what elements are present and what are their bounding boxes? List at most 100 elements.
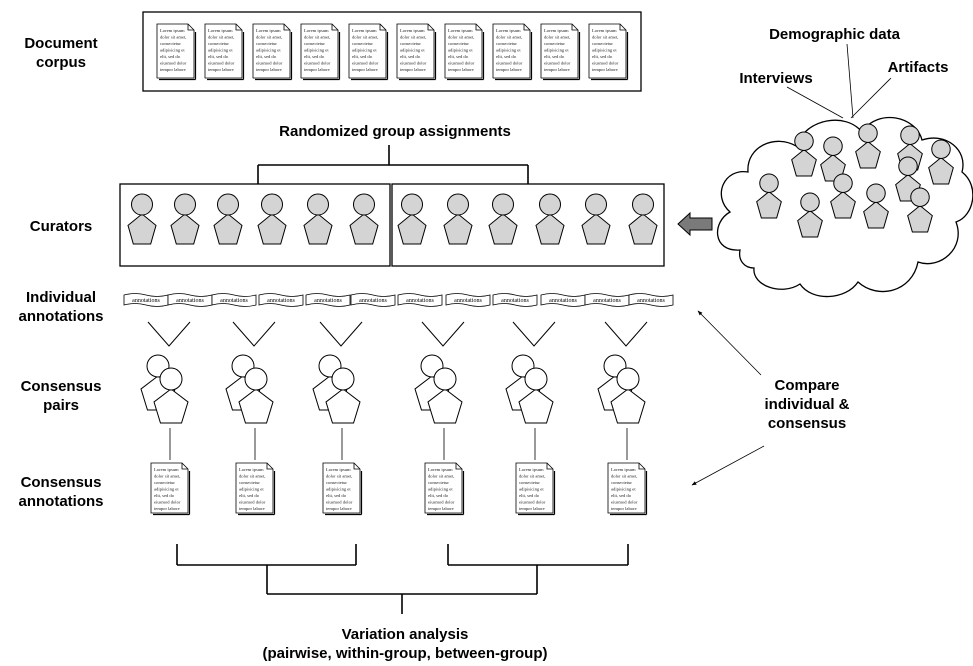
- ribbon-shape: [258, 293, 304, 307]
- pair-person-body: [238, 388, 274, 424]
- document-fold: [523, 24, 530, 31]
- document-text-line: Lorem ipsum: [208, 28, 233, 33]
- label-interviews-text: Interviews: [739, 70, 813, 87]
- document-fold: [571, 24, 578, 31]
- label-curators: Curators: [6, 217, 116, 236]
- document-text-line: consectetur: [611, 480, 632, 485]
- pair-person-head: [159, 367, 183, 391]
- document-text-line: adipisicing et: [496, 48, 521, 53]
- annotation-ribbon: annotations: [305, 293, 351, 307]
- pair-person-front: [325, 367, 361, 424]
- document-fold: [283, 24, 290, 31]
- document-text-line: dolor sit amet,: [400, 35, 426, 41]
- document-page: [300, 23, 339, 79]
- ribbon-text: annotations: [406, 298, 434, 304]
- person-body: [303, 213, 333, 245]
- curator-person: [443, 193, 473, 245]
- pair-person-head: [244, 367, 268, 391]
- curator-person: [581, 193, 611, 245]
- label-consensus-pairs-line1: Consensus: [20, 378, 102, 395]
- ribbon-shape: [305, 293, 351, 307]
- document-text-line: Lorem ipsum: [326, 467, 351, 472]
- document-page: [492, 23, 531, 79]
- document-fold: [455, 463, 462, 470]
- pair-person-front: [427, 367, 463, 424]
- document-text-line: tempor labore: [611, 506, 637, 511]
- document-text-line: consectetur: [154, 480, 175, 485]
- document-text-line: adipisicing et: [326, 487, 351, 492]
- document-text-line: elit, sed do: [592, 54, 613, 60]
- document-text-line: eiusmod dolor: [256, 61, 283, 66]
- annotation-ribbon: annotations: [628, 293, 674, 307]
- person-head: [174, 193, 196, 216]
- person-head: [931, 139, 951, 159]
- document-text-line: dolor sit amet,: [592, 35, 618, 41]
- ribbon-text: annotations: [359, 298, 387, 304]
- document-text-line: dolor sit amet,: [256, 35, 282, 41]
- curator-person: [127, 193, 157, 245]
- label-consensus-annotations-line2: annotations: [18, 493, 104, 510]
- label-interviews: Interviews: [727, 69, 825, 88]
- label-variation: Variation analysis (pairwise, within-gro…: [220, 625, 590, 663]
- cloud-person: [863, 183, 889, 229]
- document-fold: [619, 24, 626, 31]
- document-text-line: eiusmod dolor: [448, 61, 475, 66]
- document-page: [607, 462, 646, 514]
- pair-person-head: [331, 367, 355, 391]
- ribbon-text: annotations: [549, 298, 577, 304]
- document-fold: [427, 24, 434, 31]
- merge-v: [232, 321, 276, 347]
- document-text-line: adipisicing et: [611, 487, 636, 492]
- document-fold: [638, 463, 645, 470]
- document-text-line: elit, sed do: [304, 54, 325, 60]
- document-text-line: elit, sed do: [611, 493, 632, 499]
- person-head: [910, 187, 930, 207]
- person-head: [539, 193, 561, 216]
- person-body: [863, 200, 889, 229]
- document-page: [348, 23, 387, 79]
- cloud-person: [791, 131, 817, 177]
- annotation-ribbon: annotations: [211, 293, 257, 307]
- document-text-line: tempor labore: [496, 67, 522, 72]
- label-compare: Compare individual & consensus: [742, 376, 872, 433]
- document-text-line: eiusmod dolor: [496, 61, 523, 66]
- pair-person-body: [610, 388, 646, 424]
- pair-person-body: [325, 388, 361, 424]
- label-variation-line2: (pairwise, within-group, between-group): [262, 645, 548, 662]
- pair-person-front: [610, 367, 646, 424]
- document-text-line: tempor labore: [352, 67, 378, 72]
- document-text-line: tempor labore: [256, 67, 282, 72]
- ribbon-text: annotations: [267, 298, 295, 304]
- document-fold: [187, 24, 194, 31]
- curator-group-a: [119, 183, 391, 267]
- document-page: [150, 462, 189, 514]
- document-text-line: consectetur: [208, 41, 229, 46]
- ribbon-text: annotations: [593, 298, 621, 304]
- label-individual-annotations-line2: annotations: [18, 308, 104, 325]
- label-consensus-pairs: Consensus pairs: [6, 377, 116, 415]
- label-consensus-annotations-line1: Consensus: [20, 474, 102, 491]
- person-head: [866, 183, 886, 203]
- document-text-line: consectetur: [448, 41, 469, 46]
- document-text-line: consectetur: [239, 480, 260, 485]
- document-text-line: adipisicing et: [448, 48, 473, 53]
- person-head: [307, 193, 329, 216]
- document-text-line: consectetur: [496, 41, 517, 46]
- document-text-line: Lorem ipsum: [256, 28, 281, 33]
- document-text-line: adipisicing et: [239, 487, 264, 492]
- document-text-line: eiusmod dolor: [239, 500, 266, 505]
- document-text-line: dolor sit amet,: [208, 35, 234, 41]
- pair-person-front: [153, 367, 189, 424]
- person-body: [170, 213, 200, 245]
- person-body: [830, 190, 856, 219]
- document-text-line: dolor sit amet,: [239, 474, 265, 480]
- document-text-line: adipisicing et: [352, 48, 377, 53]
- document-text-line: Lorem ipsum: [400, 28, 425, 33]
- person-head: [131, 193, 153, 216]
- document-text-line: adipisicing et: [519, 487, 544, 492]
- document-text-line: dolor sit amet,: [326, 474, 352, 480]
- document-text-line: consectetur: [519, 480, 540, 485]
